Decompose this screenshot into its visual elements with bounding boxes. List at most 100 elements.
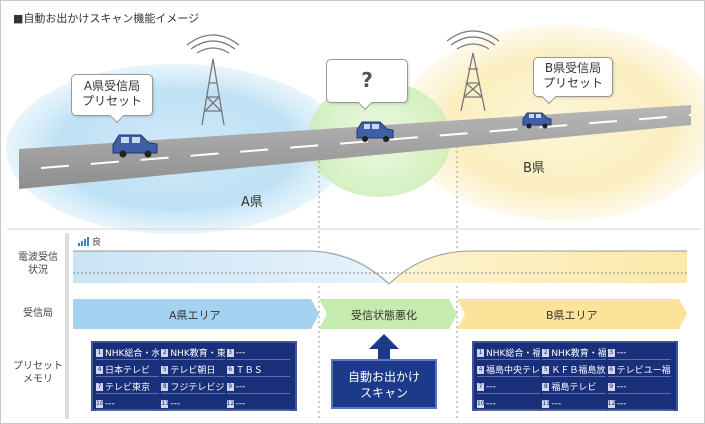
preset-station-name: --- (486, 381, 496, 392)
row-label-preset-line1: プリセット (13, 361, 63, 372)
preset-station-name: 日本テレビ (105, 366, 151, 376)
preset-number: 11 (161, 399, 169, 408)
preset-station-name: NHK教育・福島 (551, 349, 605, 359)
preset-station-name: NHK総合・水戸 (105, 349, 159, 359)
signal-bars-icon (78, 237, 89, 246)
preset-slot: 8フジテレビジョン (161, 380, 225, 394)
preset-station-name: 福島中央テレビ (486, 366, 541, 376)
preset-slot: 3--- (226, 346, 290, 360)
preset-slot: 9--- (226, 380, 290, 394)
area-a-label: A県エリア (169, 309, 221, 322)
preset-number: 9 (607, 382, 615, 391)
preset-number: 7 (96, 382, 103, 391)
preset-station-name: --- (235, 381, 246, 392)
preset-slot: 6テレビユー福島 (607, 363, 671, 377)
row-label-preset: プリセット メモリ (13, 360, 63, 386)
preset-row: 10---11---12--- (96, 397, 292, 411)
preset-number: 11 (542, 399, 550, 408)
preset-slot: 12--- (607, 397, 671, 411)
row-label-signal: 電波受信 状況 (13, 251, 63, 277)
preset-slot: 10--- (96, 397, 160, 411)
preset-station-name: ＴＢＳ (235, 366, 263, 376)
road (19, 105, 691, 189)
area-b-label: B県エリア (546, 309, 598, 322)
car-b-icon (522, 112, 552, 129)
car-middle-icon (356, 121, 394, 142)
preset-slot: 9--- (607, 380, 671, 394)
preset-station-name: ＫＦＢ福島放送 (551, 366, 606, 376)
preset-number: 5 (161, 365, 169, 374)
bubble-question-mark: ? (361, 68, 373, 92)
preset-number: 4 (96, 365, 103, 374)
auto-scan-button[interactable]: 自動お出かけ スキャン (331, 359, 437, 409)
antenna-b-icon (446, 30, 500, 112)
preset-station-name: NHK教育・東京 (170, 349, 224, 359)
preset-slot: 3--- (607, 346, 671, 360)
signal-good-label: 良 (92, 238, 102, 248)
preset-station-name: --- (105, 398, 115, 409)
preset-number: 3 (226, 348, 234, 357)
preset-slot: 4福島中央テレビ (477, 363, 541, 377)
preset-station-name: NHK総合・福島 (486, 349, 540, 359)
speech-bubble-b-preset: B県受信局 プリセット (533, 57, 613, 105)
preset-number: 8 (161, 382, 169, 391)
preset-row: 10---11---12--- (477, 397, 673, 411)
preset-number: 2 (542, 348, 550, 357)
preset-number: 1 (96, 348, 103, 357)
preset-slot: 5ＫＦＢ福島放送 (542, 363, 606, 377)
preset-number: 6 (607, 365, 615, 374)
antenna-a-icon (186, 34, 240, 126)
page-title: ■自動お出かけスキャン機能イメージ (13, 12, 200, 25)
signal-chart (73, 237, 687, 285)
preset-number: 2 (161, 348, 169, 357)
preset-slot: 10--- (477, 397, 541, 411)
preset-number: 5 (542, 365, 550, 374)
preset-number: 1 (477, 348, 484, 357)
preset-station-name: テレビユー福島 (616, 366, 671, 376)
preset-station-name: --- (616, 347, 627, 358)
preset-slot: 11--- (542, 397, 606, 411)
preset-memory-a: 1NHK総合・水戸2NHK教育・東京3---4日本テレビ5テレビ朝日6ＴＢＳ7テ… (91, 341, 297, 411)
scan-button-line1: 自動お出かけ (347, 370, 420, 384)
preset-row: 4福島中央テレビ5ＫＦＢ福島放送6テレビユー福島 (477, 363, 673, 377)
preset-station-name: --- (551, 398, 562, 409)
preset-number: 4 (477, 365, 484, 374)
preset-station-name: テレビ東京 (105, 383, 151, 393)
preset-slot: 12--- (226, 397, 290, 411)
row-label-station: 受信局 (23, 308, 53, 319)
preset-slot: 11--- (161, 397, 225, 411)
preset-station-name: 福島テレビ (551, 383, 597, 393)
preset-station-name: テレビ朝日 (170, 366, 216, 376)
preset-station-name: --- (235, 347, 246, 358)
row-label-signal-line2: 状況 (28, 265, 48, 276)
scan-arrow-icon (369, 334, 399, 359)
preset-station-name: --- (235, 398, 246, 409)
area-band (73, 299, 687, 329)
car-a-icon (112, 134, 158, 158)
preset-number: 10 (96, 399, 104, 408)
preset-number: 12 (607, 399, 616, 408)
prefecture-a-label: A県 (241, 195, 263, 210)
row-label-preset-line2: メモリ (23, 374, 53, 385)
scan-button-line2: スキャン (359, 386, 408, 400)
preset-station-name: フジテレビジョン (170, 383, 225, 393)
preset-number: 9 (226, 382, 234, 391)
bubble-b-line2: プリセット (542, 76, 603, 90)
preset-number: 8 (542, 382, 550, 391)
preset-station-name: --- (616, 398, 627, 409)
